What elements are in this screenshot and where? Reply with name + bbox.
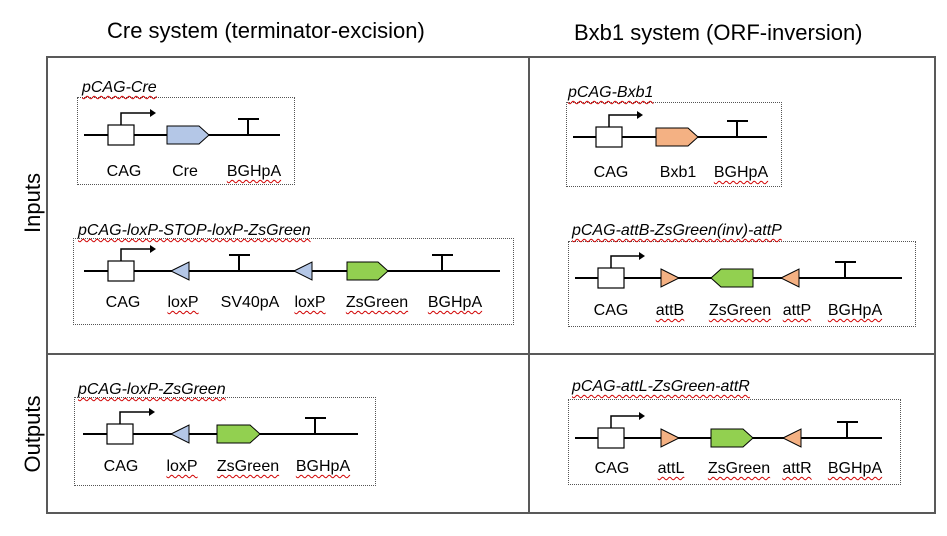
bghpa-terminator	[305, 417, 326, 434]
attb-site	[660, 268, 681, 288]
label-bghpa: BGHpA	[226, 163, 282, 180]
grid-top-border	[46, 56, 936, 58]
label-bghpa: BGHpA	[713, 164, 769, 181]
bghpa-terminator	[238, 118, 259, 135]
label-cag: CAG	[593, 302, 629, 319]
promoter-arrow	[119, 411, 149, 424]
label-zsgreen: ZsGreen	[345, 294, 409, 311]
label-attb: attB	[655, 302, 685, 319]
label-cag: CAG	[103, 458, 139, 475]
glyphs-pcag-attl	[575, 412, 882, 449]
cag-promoter-box	[107, 260, 135, 282]
label-bxb1: Bxb1	[659, 164, 697, 181]
grid-right-border	[934, 56, 936, 514]
glyphs-pcag-bxb1	[573, 111, 767, 148]
promoter-arrowhead	[150, 109, 156, 117]
bghpa-terminator	[432, 254, 453, 271]
title-pcag-attl: pCAG-attL-ZsGreen-attR	[572, 378, 750, 395]
label-loxp: loxP	[166, 458, 198, 475]
cag-promoter-box	[106, 423, 134, 445]
promoter-arrowhead	[150, 245, 156, 253]
promoter-arrow	[610, 415, 639, 428]
construct-box-pcag-cre	[77, 97, 295, 185]
cre-system-header: Cre system (terminator-excision)	[107, 18, 425, 43]
zsgreen-cds	[346, 261, 389, 281]
grid-row-divider	[46, 353, 936, 355]
zsgreen-inverted-cds	[710, 268, 754, 288]
label-bghpa: BGHpA	[427, 294, 483, 311]
loxp-site-2	[292, 261, 313, 281]
title-pcag-cre: pCAG-Cre	[82, 79, 157, 96]
promoter-arrowhead	[149, 408, 155, 416]
zsgreen-cds	[710, 428, 754, 448]
attr-site	[781, 428, 802, 448]
label-cag: CAG	[594, 460, 630, 477]
label-attr: attR	[782, 460, 812, 477]
construct-box-pcag-attb	[568, 241, 916, 327]
label-sv40pa: SV40pA	[220, 294, 280, 311]
grid-left-border	[46, 56, 48, 514]
promoter-arrowhead	[639, 252, 645, 260]
zsgreen-cds	[216, 424, 261, 444]
label-cag: CAG	[105, 294, 141, 311]
label-zsgreen: ZsGreen	[707, 460, 771, 477]
sv40pa-terminator	[229, 254, 250, 271]
label-cre: Cre	[172, 163, 198, 180]
bghpa-terminator	[837, 421, 858, 438]
promoter-arrow	[120, 112, 150, 125]
bxb1-system-header: Bxb1 system (ORF-inversion)	[574, 20, 863, 45]
promoter-arrow	[610, 255, 639, 268]
attl-site	[660, 428, 681, 448]
grid-bottom-border	[46, 512, 936, 514]
promoter-arrow	[608, 114, 637, 127]
label-loxp-1: loxP	[167, 294, 199, 311]
title-pcag-loxp-stop: pCAG-loxP-STOP-loxP-ZsGreen	[78, 222, 311, 239]
construct-box-pcag-bxb1	[566, 102, 782, 187]
cre-cds	[166, 125, 210, 145]
title-pcag-loxp-zsgreen: pCAG-loxP-ZsGreen	[78, 381, 226, 398]
grid-middle-divider	[528, 56, 530, 514]
cag-promoter-box	[595, 126, 623, 148]
construct-box-pcag-attl	[568, 399, 901, 485]
cag-promoter-box	[597, 267, 625, 289]
title-pcag-attb: pCAG-attB-ZsGreen(inv)-attP	[572, 222, 782, 239]
glyphs-pcag-cre	[84, 109, 280, 146]
promoter-arrow	[120, 248, 150, 261]
attp-site	[779, 268, 800, 288]
label-cag: CAG	[593, 164, 629, 181]
construct-box-pcag-loxp-zsgreen	[74, 397, 376, 486]
label-bghpa: BGHpA	[827, 460, 883, 477]
label-attl: attL	[657, 460, 685, 477]
construct-box-pcag-loxp-stop	[73, 238, 514, 325]
glyphs-pcag-loxp-zsgreen	[83, 408, 358, 445]
title-pcag-bxb1: pCAG-Bxb1	[568, 84, 654, 101]
cag-promoter-box	[597, 427, 625, 449]
promoter-arrowhead	[639, 412, 645, 420]
label-zsgreen: ZsGreen	[708, 302, 772, 319]
label-attp: attP	[782, 302, 812, 319]
bghpa-terminator	[727, 120, 748, 137]
label-cag: CAG	[106, 163, 142, 180]
label-bghpa: BGHpA	[827, 302, 883, 319]
loxp-site-1	[169, 261, 190, 281]
label-bghpa: BGHpA	[295, 458, 351, 475]
label-loxp-2: loxP	[294, 294, 326, 311]
bxb1-cds	[655, 127, 699, 147]
label-zsgreen: ZsGreen	[216, 458, 280, 475]
cag-promoter-box	[107, 124, 135, 146]
bghpa-terminator	[835, 261, 856, 278]
loxp-site	[169, 424, 190, 444]
promoter-arrowhead	[637, 111, 643, 119]
glyphs-pcag-loxp-stop	[84, 245, 500, 282]
glyphs-pcag-attb	[575, 252, 902, 289]
